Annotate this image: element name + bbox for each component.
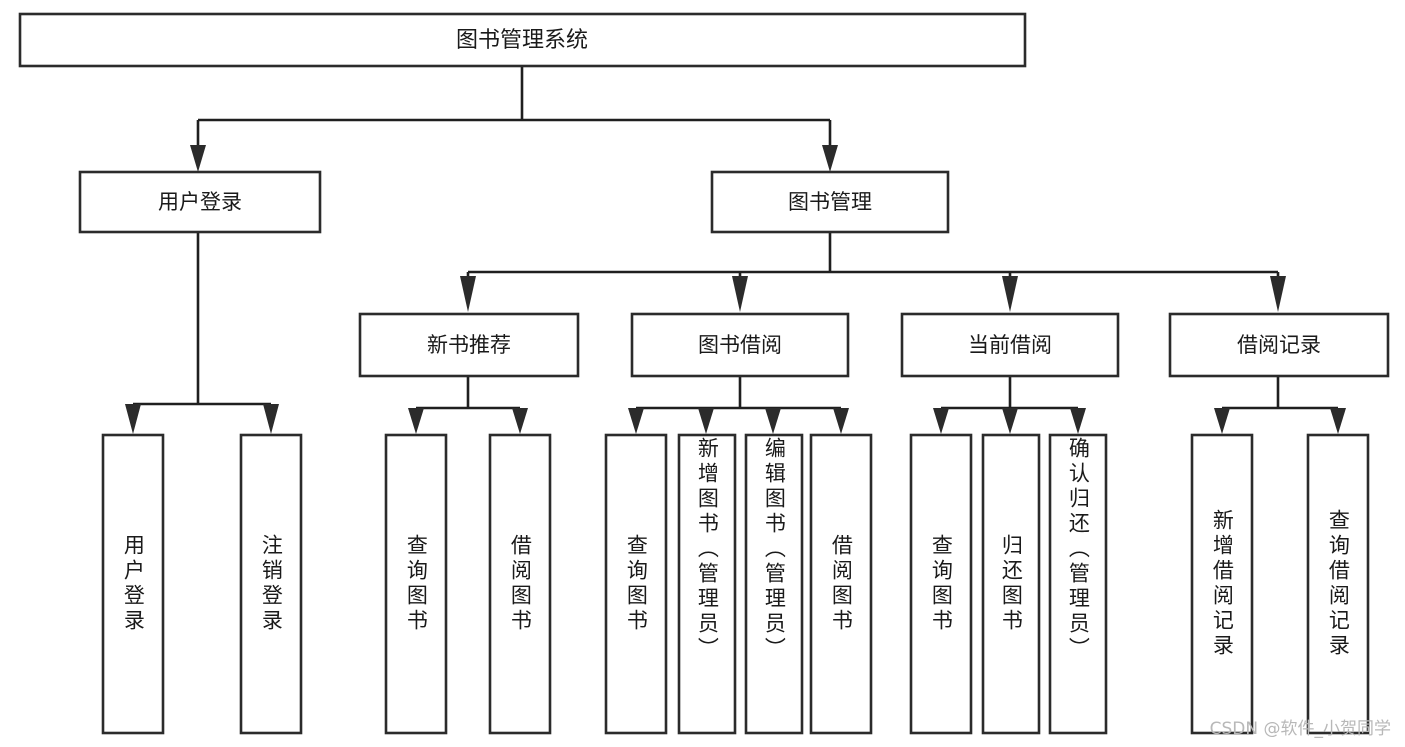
node-leaf-logout-box[interactable] <box>239 433 303 735</box>
node-leaf-confirm-return-box[interactable] <box>1048 433 1108 735</box>
arrow-head-leaf-user-login <box>125 404 141 434</box>
node-user-login-label: 用户登录 <box>158 190 242 214</box>
connector-group-current-borrow <box>933 377 1086 434</box>
arrow-head-leaf-query-record <box>1330 408 1346 434</box>
node-book-borrow-label: 图书借阅 <box>698 333 782 357</box>
arrow-head-leaf-query-book-3 <box>933 408 949 434</box>
node-leaf-borrow-book-1-box[interactable] <box>488 433 552 735</box>
node-leaf-query-book-3-box[interactable] <box>909 433 973 735</box>
node-book-manage-label: 图书管理 <box>788 190 872 214</box>
node-leaf-query-book-1-box[interactable] <box>384 433 448 735</box>
connector-group-borrow-record <box>1214 377 1346 434</box>
arrow-head-leaf-logout <box>263 404 279 434</box>
node-leaf-edit-book-box[interactable] <box>744 433 804 735</box>
node-borrow-record-box[interactable] <box>1168 312 1390 378</box>
arrow-head-leaf-add-book <box>698 408 714 434</box>
node-leaf-add-record-box[interactable] <box>1190 433 1254 735</box>
connector-group-root <box>190 66 838 172</box>
node-current-borrow[interactable]: 当前借阅 <box>900 312 1120 378</box>
watermark-text: CSDN @软件_小贺同学 <box>1209 719 1391 739</box>
node-new-book-rec-box[interactable] <box>358 312 580 378</box>
node-leaf-borrow-book-2-box[interactable] <box>809 433 873 735</box>
node-user-login[interactable]: 用户登录 <box>78 170 322 234</box>
arrow-head-leaf-borrow-book-1 <box>512 408 528 434</box>
node-new-book-rec-label: 新书推荐 <box>427 333 511 357</box>
connector-group-new-book-rec <box>408 377 528 434</box>
node-book-borrow-box[interactable] <box>630 312 850 378</box>
node-leaf-query-record-box[interactable] <box>1306 433 1370 735</box>
node-borrow-record[interactable]: 借阅记录 <box>1168 312 1390 378</box>
arrow-head-current-borrow <box>1002 276 1018 312</box>
node-book-manage-box[interactable] <box>710 170 950 234</box>
node-current-borrow-box[interactable] <box>900 312 1120 378</box>
arrow-head-leaf-add-record <box>1214 408 1230 434</box>
arrow-head-leaf-edit-book <box>765 408 781 434</box>
node-root-box[interactable] <box>18 12 1027 68</box>
arrow-head-borrow-record <box>1270 276 1286 312</box>
connector-group-book-borrow <box>628 377 849 434</box>
arrow-head-new-book-rec <box>460 276 476 312</box>
node-book-manage[interactable]: 图书管理 <box>710 170 950 234</box>
arrow-head-leaf-query-book-2 <box>628 408 644 434</box>
node-root-label: 图书管理系统 <box>456 28 588 53</box>
arrow-head-book-borrow <box>732 276 748 312</box>
connector-group-user-login <box>125 232 279 434</box>
node-root[interactable]: 图书管理系统 <box>18 12 1027 68</box>
node-borrow-record-label: 借阅记录 <box>1237 333 1321 357</box>
node-leaf-return-book-box[interactable] <box>981 433 1041 735</box>
arrow-head-user-login <box>190 145 206 172</box>
node-leaf-user-login-box[interactable] <box>101 433 165 735</box>
connector-group-book-manage <box>460 232 1286 312</box>
node-current-borrow-label: 当前借阅 <box>968 333 1052 357</box>
arrow-head-leaf-query-book-1 <box>408 408 424 434</box>
node-leaf-query-book-2-box[interactable] <box>604 433 668 735</box>
leaf-box-group <box>101 433 1370 735</box>
arrow-head-book-manage <box>822 145 838 172</box>
node-new-book-rec[interactable]: 新书推荐 <box>358 312 580 378</box>
node-book-borrow[interactable]: 图书借阅 <box>630 312 850 378</box>
arrow-head-leaf-borrow-book-2 <box>833 408 849 434</box>
arrow-head-leaf-confirm-return <box>1070 408 1086 434</box>
arrow-head-leaf-return-book <box>1002 408 1018 434</box>
node-leaf-add-book-box[interactable] <box>677 433 737 735</box>
node-user-login-box[interactable] <box>78 170 322 234</box>
